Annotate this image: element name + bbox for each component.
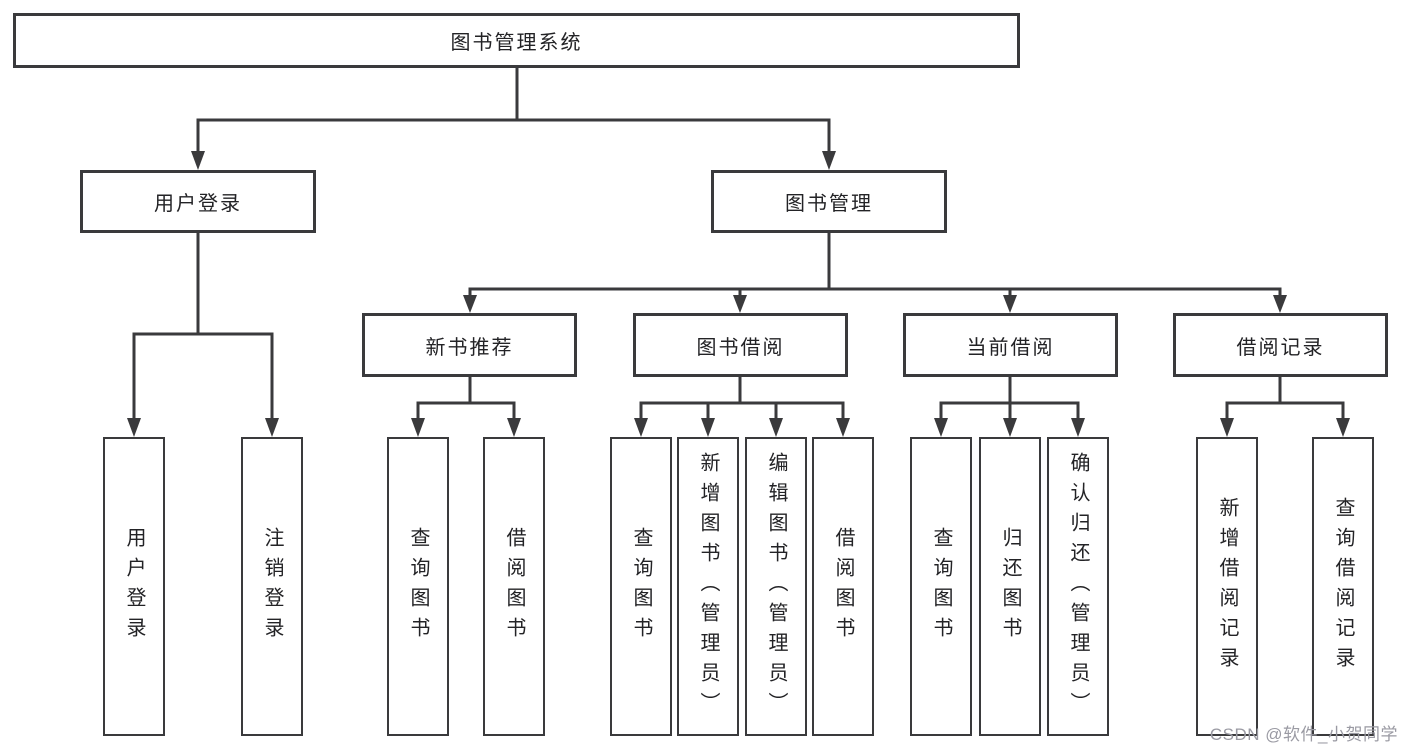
leaf-return-books: 归还图书 xyxy=(979,437,1041,736)
connector-strokes xyxy=(132,66,1345,421)
node-book-management-label: 图书管理 xyxy=(785,193,873,215)
node-library-system-label: 图书管理系统 xyxy=(450,32,583,54)
node-new-book-recommend-label: 新书推荐 xyxy=(425,336,514,359)
leaf-edit-books-admin-label: 编辑图书（管理员） xyxy=(765,451,787,722)
node-current-borrowing: 当前借阅 xyxy=(903,313,1118,377)
node-book-management: 图书管理 xyxy=(711,170,947,233)
leaf-borrow-books-recommend: 借阅图书 xyxy=(483,437,545,736)
leaf-return-books-label: 归还图书 xyxy=(999,526,1021,647)
leaf-logout-label: 注销登录 xyxy=(261,526,283,647)
node-current-borrowing-label: 当前借阅 xyxy=(966,336,1055,359)
csdn-watermark: CSDN @软件_小贺同学 xyxy=(1209,725,1398,744)
node-borrowing-records: 借阅记录 xyxy=(1173,313,1388,377)
leaf-edit-books-admin: 编辑图书（管理员） xyxy=(745,437,807,736)
leaf-query-borrow-record-label: 查询借阅记录 xyxy=(1332,496,1354,677)
leaf-user-login: 用户登录 xyxy=(103,437,165,736)
leaf-borrow-books-borrowing: 借阅图书 xyxy=(812,437,874,736)
leaf-query-books-current: 查询图书 xyxy=(910,437,972,736)
arrowheads xyxy=(127,151,1350,437)
leaf-add-books-admin-label: 新增图书（管理员） xyxy=(697,451,719,722)
leaf-query-books-recommend-label: 查询图书 xyxy=(407,526,429,647)
node-user-login-label: 用户登录 xyxy=(154,193,242,215)
leaf-add-books-admin: 新增图书（管理员） xyxy=(677,437,739,736)
node-user-login: 用户登录 xyxy=(80,170,316,233)
leaf-borrow-books-borrowing-label: 借阅图书 xyxy=(832,526,854,647)
leaf-query-books-current-label: 查询图书 xyxy=(930,526,952,647)
leaf-user-login-label: 用户登录 xyxy=(123,526,145,647)
node-book-borrowing-label: 图书借阅 xyxy=(696,336,785,359)
node-library-system: 图书管理系统 xyxy=(13,13,1020,68)
leaf-query-books-borrowing: 查询图书 xyxy=(610,437,672,736)
leaf-query-books-recommend: 查询图书 xyxy=(387,437,449,736)
leaf-borrow-books-recommend-label: 借阅图书 xyxy=(503,526,525,647)
node-new-book-recommend: 新书推荐 xyxy=(362,313,577,377)
node-book-borrowing: 图书借阅 xyxy=(633,313,848,377)
leaf-query-books-borrowing-label: 查询图书 xyxy=(630,526,652,647)
leaf-add-borrow-record-label: 新增借阅记录 xyxy=(1216,496,1238,677)
leaf-add-borrow-record: 新增借阅记录 xyxy=(1196,437,1258,736)
node-borrowing-records-label: 借阅记录 xyxy=(1236,336,1325,359)
leaf-confirm-return-admin-label: 确认归还（管理员） xyxy=(1067,451,1089,722)
leaf-confirm-return-admin: 确认归还（管理员） xyxy=(1047,437,1109,736)
leaf-query-borrow-record: 查询借阅记录 xyxy=(1312,437,1374,736)
leaf-logout: 注销登录 xyxy=(241,437,303,736)
